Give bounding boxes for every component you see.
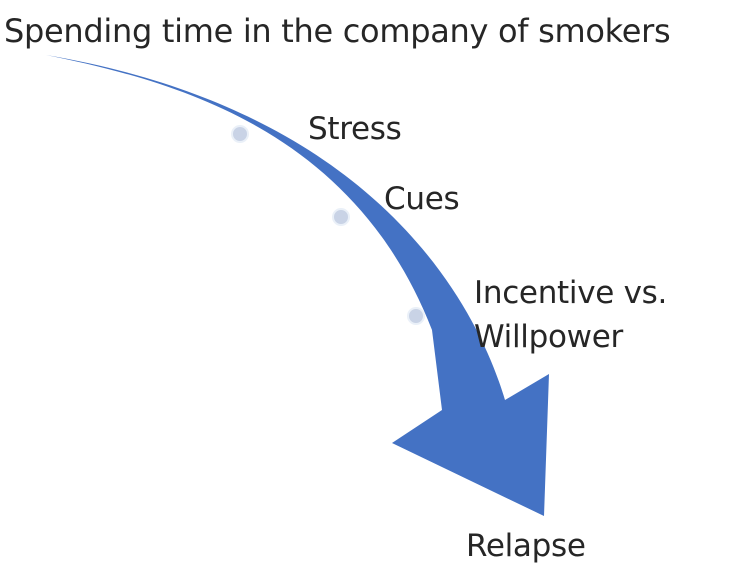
- step-label-cues: Cues: [384, 181, 460, 217]
- diagram-title: Spending time in the company of smokers: [4, 12, 671, 50]
- step-label-stress: Stress: [308, 111, 402, 147]
- step-dot-incentive: [407, 307, 425, 325]
- step-dot-cues: [332, 208, 350, 226]
- step-dot-stress: [231, 125, 249, 143]
- curved-arrow: [46, 55, 549, 516]
- outcome-label-relapse: Relapse: [466, 528, 586, 564]
- step-label-incentive: Incentive vs.: [474, 275, 668, 311]
- step-label-willpower: Willpower: [474, 319, 623, 355]
